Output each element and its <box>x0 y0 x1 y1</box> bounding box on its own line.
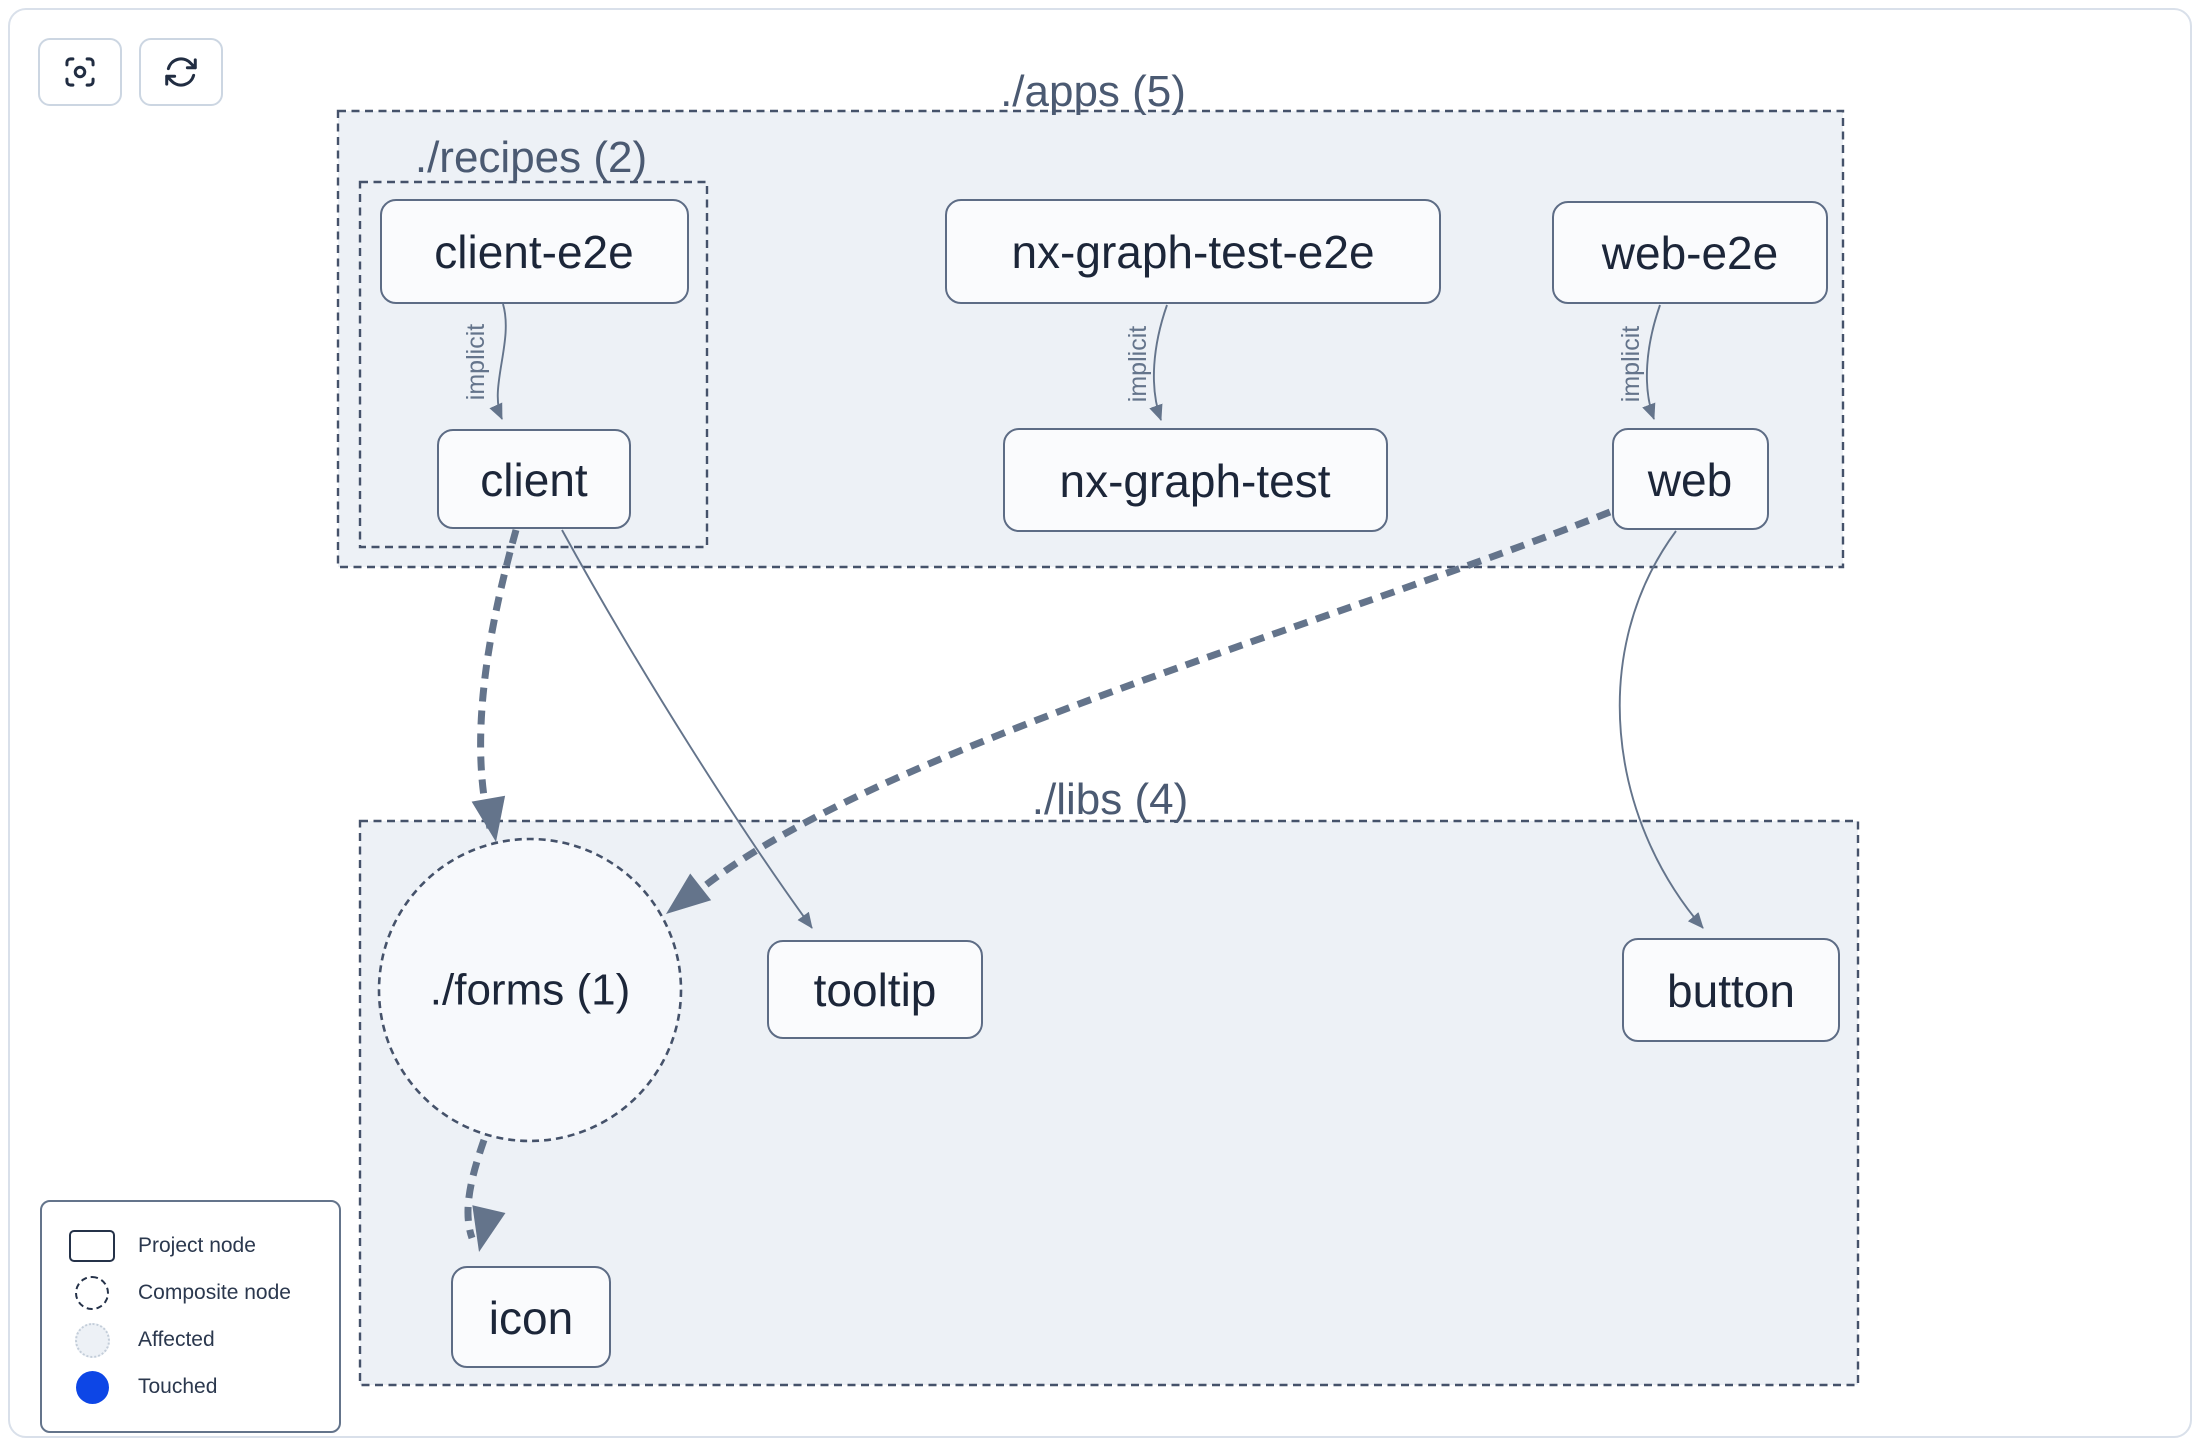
node-web[interactable]: web <box>1612 428 1769 530</box>
node-web-e2e-label: web-e2e <box>1601 227 1778 279</box>
node-tooltip-rect[interactable] <box>767 940 983 1039</box>
legend-label-touched: Touched <box>138 1375 218 1398</box>
focus-button[interactable] <box>38 38 122 106</box>
refresh-button[interactable] <box>139 38 223 106</box>
node-nx-graph-test[interactable]: nx-graph-test <box>1003 428 1388 532</box>
dependency-graph-canvas[interactable]: ./apps (5) ./recipes (2) ./libs (4) ./fo… <box>8 8 2192 1438</box>
composite-node-swatch <box>75 1276 109 1310</box>
edge-client-forms-arrowhead <box>471 795 506 842</box>
touched-swatch <box>75 1370 109 1404</box>
edge-web-e2e-web[interactable] <box>1642 304 1661 420</box>
node-tooltip[interactable]: tooltip <box>767 940 983 1039</box>
project-node-swatch <box>69 1230 115 1262</box>
node-web-e2e[interactable]: web-e2e <box>1552 201 1828 304</box>
group-libs-label: ./libs (4) <box>1032 775 1188 824</box>
node-button-rect[interactable] <box>1622 938 1840 1042</box>
edge-client-tooltip[interactable] <box>561 529 813 929</box>
composite-node-forms-label: ./forms (1) <box>430 966 630 1015</box>
composite-node-forms[interactable]: ./forms (1) <box>377 837 683 1143</box>
edge-client-forms[interactable] <box>477 529 520 829</box>
node-nx-graph-test-rect[interactable] <box>1003 428 1388 532</box>
node-icon-label: icon <box>489 1292 573 1344</box>
group-recipes-label: ./recipes (2) <box>415 133 647 182</box>
node-nx-graph-test-e2e-rect[interactable] <box>945 199 1441 304</box>
legend-label-project-node: Project node <box>138 1234 256 1257</box>
legend: Project node Composite node Affected Tou… <box>40 1200 341 1433</box>
node-web-e2e-rect[interactable] <box>1552 201 1828 304</box>
node-client-label: client <box>480 454 588 506</box>
node-web-label: web <box>1647 454 1732 506</box>
node-client-e2e-label: client-e2e <box>434 226 633 278</box>
composite-node-forms-circle[interactable] <box>377 837 683 1143</box>
group-apps-label: ./apps (5) <box>1000 67 1186 116</box>
affected-swatch <box>74 1322 110 1358</box>
edge-label-implicit-1: implicit <box>462 324 490 400</box>
edges-layer: implicit implicit implicit <box>462 303 1704 1252</box>
node-icon-rect[interactable] <box>451 1266 611 1368</box>
node-tooltip-label: tooltip <box>814 964 937 1016</box>
node-web-rect[interactable] <box>1612 428 1769 530</box>
edge-web-button[interactable] <box>1618 530 1704 929</box>
edge-forms-icon[interactable] <box>464 1138 488 1240</box>
edge-web-forms[interactable] <box>699 508 1612 891</box>
node-client-e2e-rect[interactable] <box>380 199 689 304</box>
node-button-label: button <box>1667 965 1795 1017</box>
node-nx-graph-test-label: nx-graph-test <box>1059 455 1330 507</box>
node-client-e2e[interactable]: client-e2e <box>380 199 689 304</box>
toolbar <box>38 38 223 106</box>
node-icon[interactable]: icon <box>451 1266 611 1368</box>
arrow-path-icon <box>165 57 197 87</box>
edge-label-implicit-2: implicit <box>1124 326 1152 402</box>
legend-row-project-node: Project node <box>42 1230 339 1263</box>
legend-label-affected: Affected <box>138 1328 215 1351</box>
edge-web-forms-arrowhead <box>666 873 712 914</box>
legend-row-touched: Touched <box>42 1370 339 1404</box>
node-client[interactable]: client <box>437 429 631 529</box>
node-nx-graph-test-e2e-label: nx-graph-test-e2e <box>1011 226 1374 278</box>
graph-viewer-card: ./apps (5) ./recipes (2) ./libs (4) ./fo… <box>8 8 2192 1438</box>
edge-label-implicit-3: implicit <box>1617 326 1645 402</box>
node-client-rect[interactable] <box>437 429 631 529</box>
legend-label-composite-node: Composite node <box>138 1281 291 1304</box>
legend-row-affected: Affected <box>42 1322 339 1358</box>
edge-nx-graph-test-e2e-nx-graph-test[interactable] <box>1149 304 1168 421</box>
node-nx-graph-test-e2e[interactable]: nx-graph-test-e2e <box>945 199 1441 304</box>
legend-row-composite-node: Composite node <box>42 1276 339 1310</box>
edge-forms-icon-arrowhead <box>472 1205 506 1252</box>
viewfinder-circle-icon <box>65 57 95 87</box>
node-button[interactable]: button <box>1622 938 1840 1042</box>
edge-client-e2e-client[interactable] <box>489 303 507 420</box>
nodes-layer: client-e2e nx-graph-test-e2e web-e2e cli… <box>380 199 1840 1368</box>
